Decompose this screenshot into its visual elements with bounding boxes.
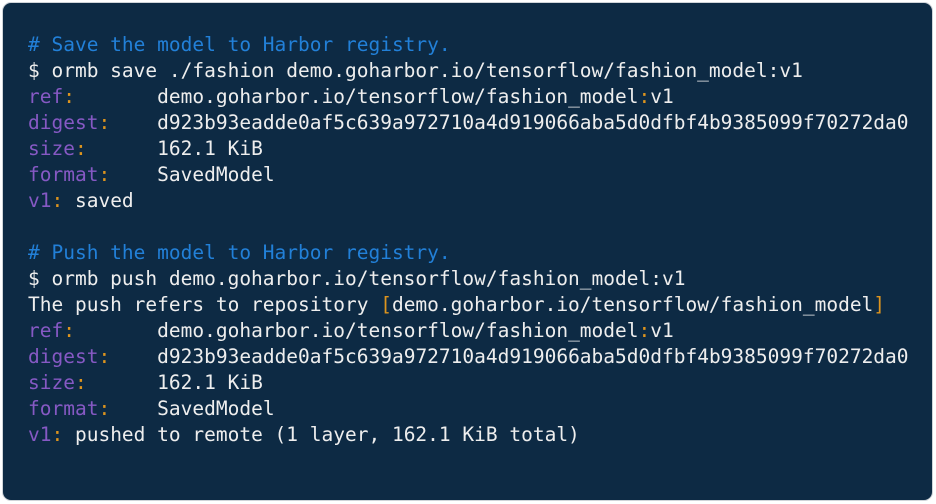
code-segment: format	[28, 397, 99, 420]
terminal-blank-line	[28, 214, 918, 240]
terminal-line: # Push the model to Harbor registry.	[28, 240, 918, 266]
code-segment: $ ormb push demo.goharbor.io/tensorflow/…	[28, 267, 686, 290]
code-segment: format	[28, 163, 99, 186]
code-segment: demo.goharbor.io/tensorflow/fashion_mode…	[391, 293, 874, 316]
code-segment: :	[63, 319, 75, 342]
code-segment: SavedModel	[110, 163, 275, 186]
terminal-line: # Save the model to Harbor registry.	[28, 32, 918, 58]
code-segment: :	[98, 111, 111, 134]
code-segment: # Push the model to Harbor registry.	[28, 241, 451, 264]
code-segment: # Save the model to Harbor registry.	[28, 33, 451, 56]
terminal-line: ref: demo.goharbor.io/tensorflow/fashion…	[28, 318, 918, 344]
code-segment: :	[638, 319, 651, 342]
code-segment: d923b93eadde0af5c639a972710a4d919066aba5…	[110, 345, 909, 368]
terminal-line: size: 162.1 KiB	[28, 370, 918, 396]
code-segment: digest	[28, 345, 99, 368]
code-segment: 162.1 KiB	[86, 371, 263, 394]
terminal-line: $ ormb push demo.goharbor.io/tensorflow/…	[28, 266, 918, 292]
terminal-line: size: 162.1 KiB	[28, 136, 918, 162]
code-segment: pushed to remote (1 layer, 162.1 KiB tot…	[63, 423, 580, 446]
code-segment: ref	[28, 85, 64, 108]
code-segment: [	[380, 293, 392, 316]
code-segment: digest	[28, 111, 99, 134]
code-segment: demo.goharbor.io/tensorflow/fashion_mode…	[74, 85, 639, 108]
code-segment: v1	[650, 85, 674, 108]
code-segment: v1	[650, 319, 674, 342]
code-segment: size	[28, 371, 75, 394]
terminal-line: v1: saved	[28, 188, 918, 214]
terminal-line: The push refers to repository [demo.goha…	[28, 292, 918, 318]
code-segment: SavedModel	[110, 397, 275, 420]
code-segment: :	[74, 137, 87, 160]
terminal-line: ref: demo.goharbor.io/tensorflow/fashion…	[28, 84, 918, 110]
code-segment: :	[74, 371, 87, 394]
terminal-line: $ ormb save ./fashion demo.goharbor.io/t…	[28, 58, 918, 84]
code-segment: :	[98, 397, 111, 420]
code-segment: size	[28, 137, 75, 160]
terminal-line: format: SavedModel	[28, 396, 918, 422]
code-segment: 162.1 KiB	[86, 137, 263, 160]
terminal-line: digest: d923b93eadde0af5c639a972710a4d91…	[28, 344, 918, 370]
code-segment: :	[638, 85, 651, 108]
code-segment: :	[63, 85, 75, 108]
code-segment: :	[98, 163, 111, 186]
code-segment: demo.goharbor.io/tensorflow/fashion_mode…	[74, 319, 639, 342]
code-segment: v1	[28, 189, 52, 212]
code-segment: $ ormb save ./fashion demo.goharbor.io/t…	[28, 59, 803, 82]
code-segment: ]	[873, 293, 886, 316]
code-segment: v1	[28, 423, 52, 446]
terminal-line: format: SavedModel	[28, 162, 918, 188]
code-segment: :	[51, 189, 64, 212]
code-segment: The push refers to repository	[28, 293, 381, 316]
code-segment: ref	[28, 319, 64, 342]
terminal-line: digest: d923b93eadde0af5c639a972710a4d91…	[28, 110, 918, 136]
code-segment: saved	[63, 189, 134, 212]
code-segment: :	[51, 423, 64, 446]
terminal-line: v1: pushed to remote (1 layer, 162.1 KiB…	[28, 422, 918, 448]
code-segment: d923b93eadde0af5c639a972710a4d919066aba5…	[110, 111, 909, 134]
code-segment: :	[98, 345, 111, 368]
